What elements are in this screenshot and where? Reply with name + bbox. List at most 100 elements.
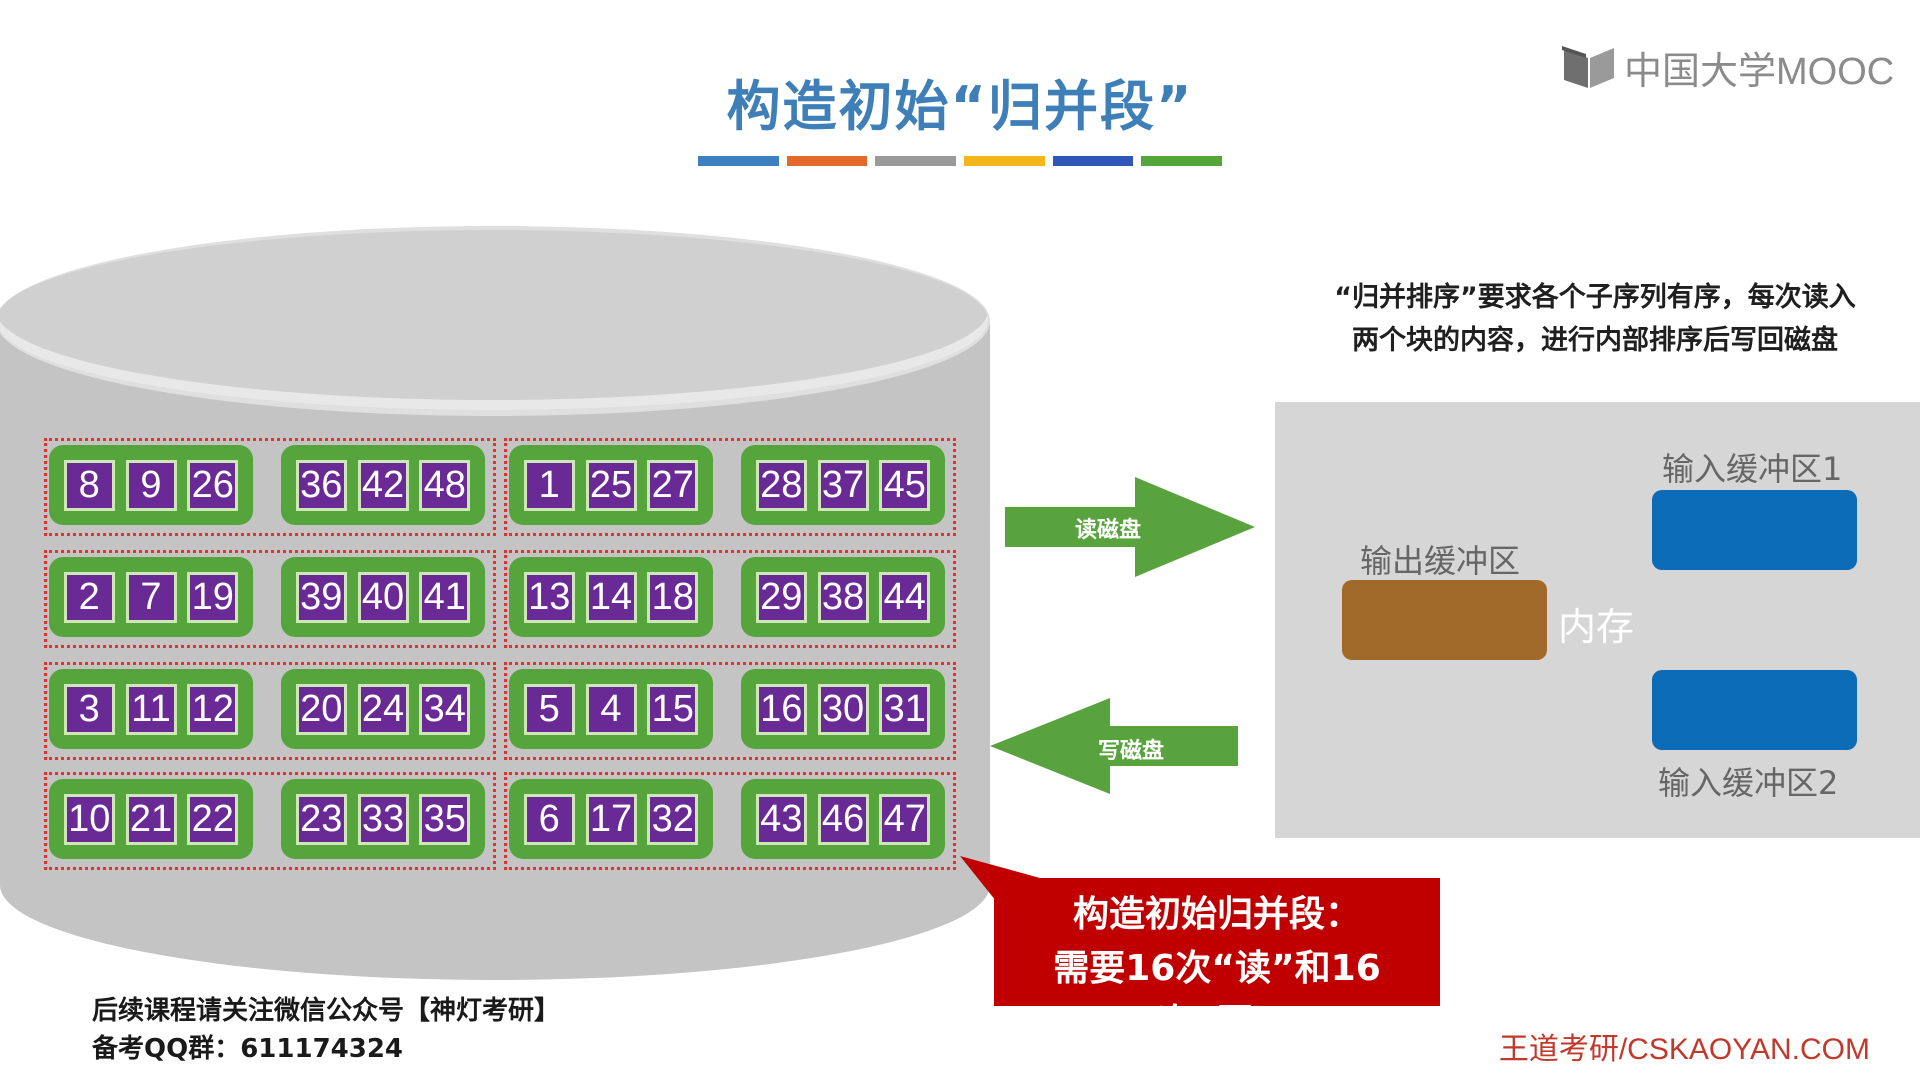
block-record: 5 bbox=[523, 683, 575, 735]
block-record: 24 bbox=[357, 683, 409, 735]
disk-block-pair bbox=[44, 438, 496, 536]
block-record: 30 bbox=[817, 683, 869, 735]
title-bar-segment bbox=[786, 156, 868, 166]
block-record: 42 bbox=[357, 459, 409, 511]
block-record: 18 bbox=[647, 571, 699, 623]
block-record: 40 bbox=[357, 571, 409, 623]
disk-block-pair bbox=[44, 550, 496, 648]
read-disk-arrow bbox=[1005, 477, 1255, 577]
callout-line-1: 构造初始归并段： bbox=[1072, 894, 1361, 935]
disk-cylinder-top bbox=[0, 230, 988, 410]
input-buffer-2 bbox=[1652, 670, 1857, 750]
block-record: 28 bbox=[755, 459, 807, 511]
block-record: 41 bbox=[419, 571, 471, 623]
logo-text: 中国大学MOOC bbox=[1624, 50, 1895, 93]
block-record: 1 bbox=[523, 459, 575, 511]
block-record: 47 bbox=[879, 793, 931, 845]
title-color-bar bbox=[698, 156, 1223, 166]
disk-block-pair bbox=[504, 550, 956, 648]
title-bar-segment bbox=[875, 156, 957, 166]
output-buffer-label: 输出缓冲区 bbox=[1360, 542, 1521, 580]
book-icon bbox=[1562, 46, 1614, 88]
memory-label: 内存 bbox=[1558, 605, 1635, 649]
input-buffer-1-label: 输入缓冲区1 bbox=[1662, 450, 1843, 488]
disk-block-pair bbox=[504, 438, 956, 536]
description-line-2: 两个块的内容，进行内部排序后写回磁盘 bbox=[1352, 325, 1838, 356]
block-record: 36 bbox=[295, 459, 347, 511]
callout-box: 构造初始归并段： 需要16次“读”和16次“写” bbox=[994, 878, 1440, 1043]
block-record: 43 bbox=[755, 793, 807, 845]
block-record: 9 bbox=[125, 459, 177, 511]
read-disk-label: 读磁盘 bbox=[1075, 518, 1142, 543]
block-record: 7 bbox=[125, 571, 177, 623]
disk-block-pair bbox=[504, 662, 956, 760]
block-record: 10 bbox=[63, 793, 115, 845]
footer-wechat: 后续课程请关注微信公众号【神灯考研】 bbox=[92, 996, 561, 1026]
title-bar-segment bbox=[1141, 156, 1223, 166]
block-record: 29 bbox=[755, 571, 807, 623]
block-record: 8 bbox=[63, 459, 115, 511]
title-bar-segment bbox=[1052, 156, 1134, 166]
block-record: 19 bbox=[187, 571, 239, 623]
title-bar-segment bbox=[698, 156, 779, 166]
block-record: 11 bbox=[125, 683, 177, 735]
disk-block-pair bbox=[44, 662, 496, 760]
description-line-1: “归并排序”要求各个子序列有序，每次读入 bbox=[1334, 282, 1856, 313]
block-record: 13 bbox=[523, 571, 575, 623]
title-bar-segment bbox=[964, 156, 1045, 166]
block-record: 45 bbox=[879, 459, 931, 511]
input-buffer-1 bbox=[1652, 490, 1857, 570]
block-record: 20 bbox=[295, 683, 347, 735]
block-record: 25 bbox=[585, 459, 637, 511]
block-record: 21 bbox=[125, 793, 177, 845]
block-record: 31 bbox=[879, 683, 931, 735]
block-record: 2 bbox=[63, 571, 115, 623]
block-record: 14 bbox=[585, 571, 637, 623]
block-record: 27 bbox=[647, 459, 699, 511]
disk-block-pair bbox=[44, 772, 496, 870]
block-record: 12 bbox=[187, 683, 239, 735]
write-disk-arrow bbox=[990, 698, 1238, 794]
block-record: 38 bbox=[817, 571, 869, 623]
block-record: 48 bbox=[419, 459, 471, 511]
block-record: 15 bbox=[647, 683, 699, 735]
block-record: 46 bbox=[817, 793, 869, 845]
block-record: 34 bbox=[419, 683, 471, 735]
footer-qq-group: 备考QQ群：611174324 bbox=[92, 1034, 404, 1064]
block-record: 37 bbox=[817, 459, 869, 511]
output-buffer bbox=[1342, 580, 1547, 660]
block-record: 35 bbox=[419, 793, 471, 845]
disk-block-pair bbox=[504, 772, 956, 870]
description: “归并排序”要求各个子序列有序，每次读入 两个块的内容，进行内部排序后写回磁盘 bbox=[1285, 276, 1905, 362]
block-record: 22 bbox=[187, 793, 239, 845]
mooc-logo: 中国大学MOOC bbox=[1560, 42, 1895, 93]
disk-cylinder-body bbox=[0, 320, 990, 980]
write-disk-label: 写磁盘 bbox=[1098, 739, 1165, 764]
block-record: 3 bbox=[63, 683, 115, 735]
block-record: 44 bbox=[879, 571, 931, 623]
block-record: 39 bbox=[295, 571, 347, 623]
block-record: 33 bbox=[357, 793, 409, 845]
block-record: 6 bbox=[523, 793, 575, 845]
block-record: 17 bbox=[585, 793, 637, 845]
callout-line-2: 需要16次“读”和16次“写” bbox=[1053, 948, 1381, 1043]
block-record: 16 bbox=[755, 683, 807, 735]
block-record: 32 bbox=[647, 793, 699, 845]
watermark: 王道考研/CSKAOYAN.COM bbox=[1498, 1033, 1870, 1066]
